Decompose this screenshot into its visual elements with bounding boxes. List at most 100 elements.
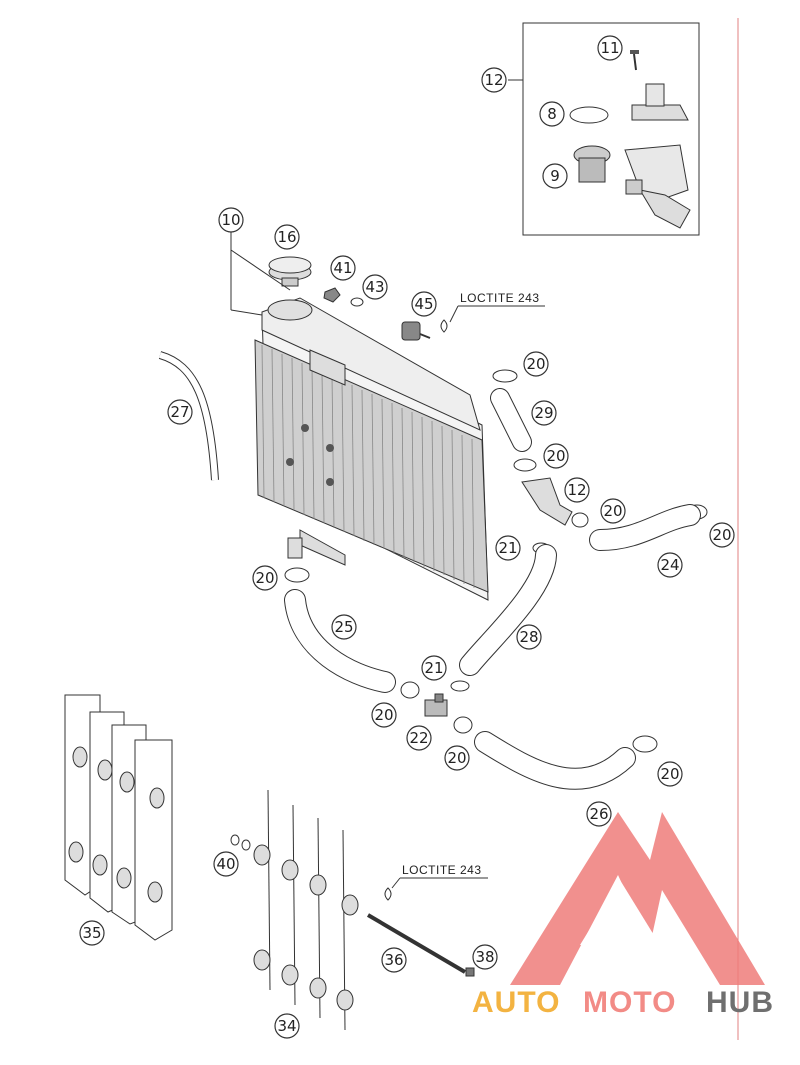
callout-16 xyxy=(274,224,300,250)
callout-label: 45 xyxy=(414,295,433,313)
callout-11 xyxy=(597,35,623,61)
callout-20b xyxy=(543,443,569,469)
callout-label: 29 xyxy=(534,404,553,422)
callout-20h xyxy=(657,761,683,787)
brackets-part-34 xyxy=(253,789,359,1031)
callout-24 xyxy=(657,552,683,578)
callout-label: 11 xyxy=(600,39,619,57)
callout-label: 20 xyxy=(546,447,565,465)
callout-20d xyxy=(709,522,735,548)
callout-20g xyxy=(444,745,470,771)
watermark-hub: HUB xyxy=(706,986,774,1019)
rod-part-36 xyxy=(366,913,467,974)
leader-lines xyxy=(230,232,291,316)
thermostat-housing-part-12 xyxy=(521,477,573,526)
callout-label: 20 xyxy=(255,569,274,587)
callout-25 xyxy=(331,614,357,640)
callout-20c xyxy=(600,498,626,524)
watermark-logo xyxy=(510,812,765,985)
callout-label: 43 xyxy=(365,278,384,296)
callout-20a xyxy=(523,351,549,377)
callout-label: 20 xyxy=(526,355,545,373)
nut-part-38 xyxy=(465,967,475,977)
callout-label: 40 xyxy=(216,855,235,873)
callout-22 xyxy=(406,725,432,751)
o-ring-part-8 xyxy=(569,106,609,124)
radiator xyxy=(254,297,489,601)
nut-part-41 xyxy=(323,287,341,303)
callout-label: 36 xyxy=(384,951,403,969)
callout-28 xyxy=(516,624,542,650)
callout-27 xyxy=(167,399,193,425)
callout-20e xyxy=(252,565,278,591)
callout-20f xyxy=(371,702,397,728)
callout-label: 10 xyxy=(221,211,240,229)
callout-label: 8 xyxy=(547,105,557,123)
callout-label: 9 xyxy=(550,167,560,185)
callout-label: 28 xyxy=(519,628,538,646)
callout-labels: 11 12 8 9 10 16 41 43 45 27 20 29 20 12 … xyxy=(82,39,731,1035)
loctite-drop-top xyxy=(440,319,448,333)
o-rings-part-40 xyxy=(230,834,251,851)
radiator-fins xyxy=(261,344,475,589)
callout-label: 20 xyxy=(603,502,622,520)
callout-8 xyxy=(539,101,565,127)
callout-label: 35 xyxy=(82,924,101,942)
callout-label: 20 xyxy=(374,706,393,724)
watermark-text: AUTO MOTO HUB xyxy=(472,986,774,1019)
loctite-note-bottom: LOCTITE 243 xyxy=(402,863,482,877)
hose-part-24 xyxy=(590,505,700,550)
hose-part-25 xyxy=(285,590,395,692)
callout-label: 12 xyxy=(484,71,503,89)
watermark-auto: AUTO xyxy=(472,986,560,1019)
callout-43 xyxy=(362,274,388,300)
callout-12 xyxy=(564,477,590,503)
callout-34 xyxy=(274,1013,300,1039)
callout-label: 27 xyxy=(170,403,189,421)
callout-label: 20 xyxy=(712,526,731,544)
washer-part-43 xyxy=(350,297,364,307)
thermostat-housing-part xyxy=(624,144,691,229)
callout-21b xyxy=(421,655,447,681)
callout-label: 16 xyxy=(277,228,296,246)
callout-35 xyxy=(79,920,105,946)
callout-label: 21 xyxy=(424,659,443,677)
screw-part-11 xyxy=(630,50,639,71)
callouts xyxy=(79,35,735,1039)
callout-38 xyxy=(472,944,498,970)
callout-label: 24 xyxy=(660,556,679,574)
thermostat-cover-part xyxy=(631,83,689,121)
hose-clamps xyxy=(284,369,708,753)
callout-12-inset xyxy=(481,67,507,93)
loctite-note-top: LOCTITE 243 xyxy=(460,291,540,305)
callout-29 xyxy=(531,400,557,426)
callout-40 xyxy=(213,851,239,877)
fitting-part-22 xyxy=(424,693,448,717)
thermostat-part-9 xyxy=(573,145,611,183)
callout-41 xyxy=(330,255,356,281)
callout-36 xyxy=(381,947,407,973)
callout-45 xyxy=(411,291,437,317)
hose-part-26 xyxy=(475,732,635,789)
callout-9 xyxy=(542,163,568,189)
radiator-cap-part-16 xyxy=(268,256,312,287)
callout-26 xyxy=(586,801,612,827)
guards-part-35 xyxy=(64,694,173,941)
callout-label: 26 xyxy=(589,805,608,823)
callout-label: 20 xyxy=(447,749,466,767)
callout-label: 21 xyxy=(498,539,517,557)
watermark-moto: MOTO xyxy=(583,986,676,1019)
callout-label: 34 xyxy=(277,1017,296,1035)
hose-part-28 xyxy=(460,545,556,675)
callout-10 xyxy=(218,207,244,233)
callout-label: 25 xyxy=(334,618,353,636)
loctite-drop-bottom xyxy=(384,887,392,901)
callout-label: 22 xyxy=(409,729,428,747)
callout-label: 41 xyxy=(333,259,352,277)
callout-21a xyxy=(495,535,521,561)
sensor-part-45 xyxy=(401,321,431,341)
callout-label: 38 xyxy=(475,948,494,966)
thermostat-inset xyxy=(508,22,700,236)
callout-label: 20 xyxy=(660,765,679,783)
